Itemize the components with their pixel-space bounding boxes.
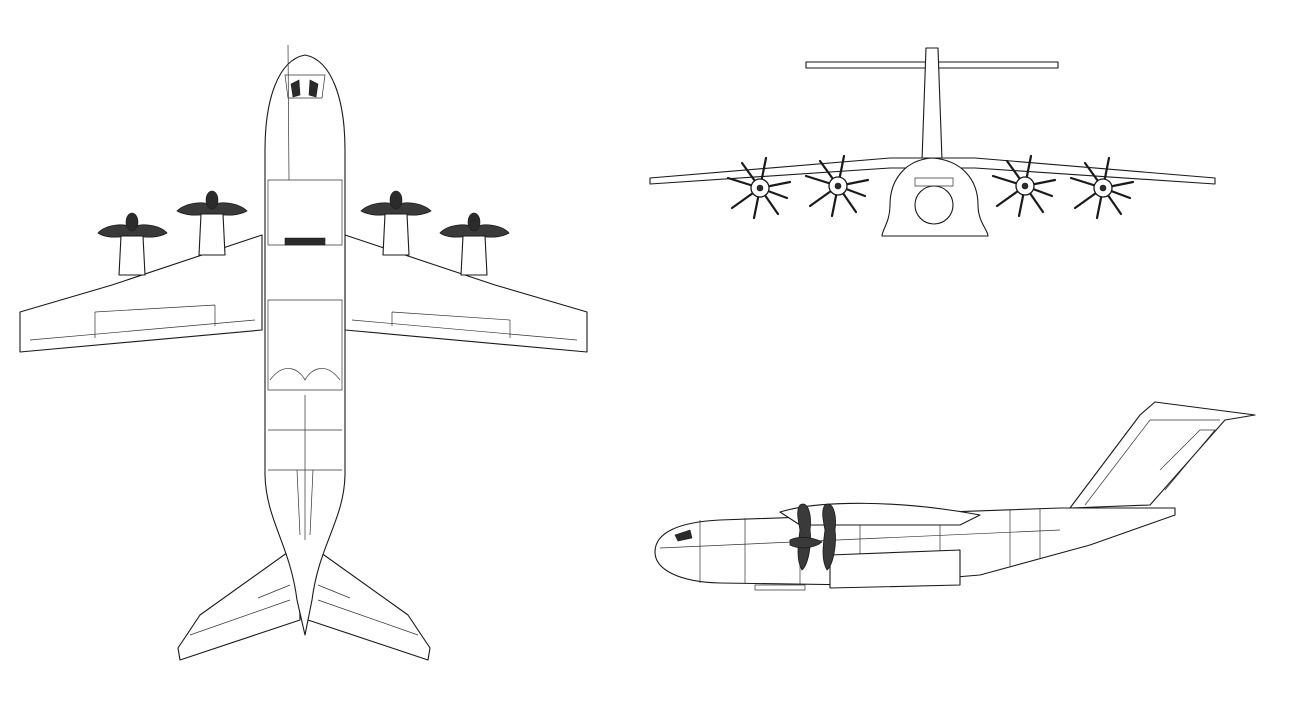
front-view: [649, 47, 1216, 237]
top-view-engine-4: [439, 212, 510, 276]
front-view-propeller-4: [1069, 156, 1135, 220]
top-view-left-tailplane: [177, 544, 301, 661]
top-view-fuselage: [264, 54, 346, 636]
front-view-propeller-1: [726, 156, 792, 220]
front-view-propeller-2: [804, 154, 870, 218]
top-view-left-wing: [19, 234, 263, 353]
top-view-right-tailplane: [307, 544, 431, 661]
top-view: [19, 44, 588, 661]
front-view-propeller-3: [991, 154, 1057, 218]
top-view-engine-3: [360, 190, 432, 256]
side-view: [654, 401, 1256, 591]
top-view-engine-1: [97, 212, 168, 276]
side-view-fin: [1069, 401, 1256, 509]
side-view-fuselage: [654, 507, 1176, 586]
side-view-propellers: [789, 503, 836, 571]
top-view-engine-2: [176, 190, 248, 256]
front-view-fin: [921, 47, 943, 161]
